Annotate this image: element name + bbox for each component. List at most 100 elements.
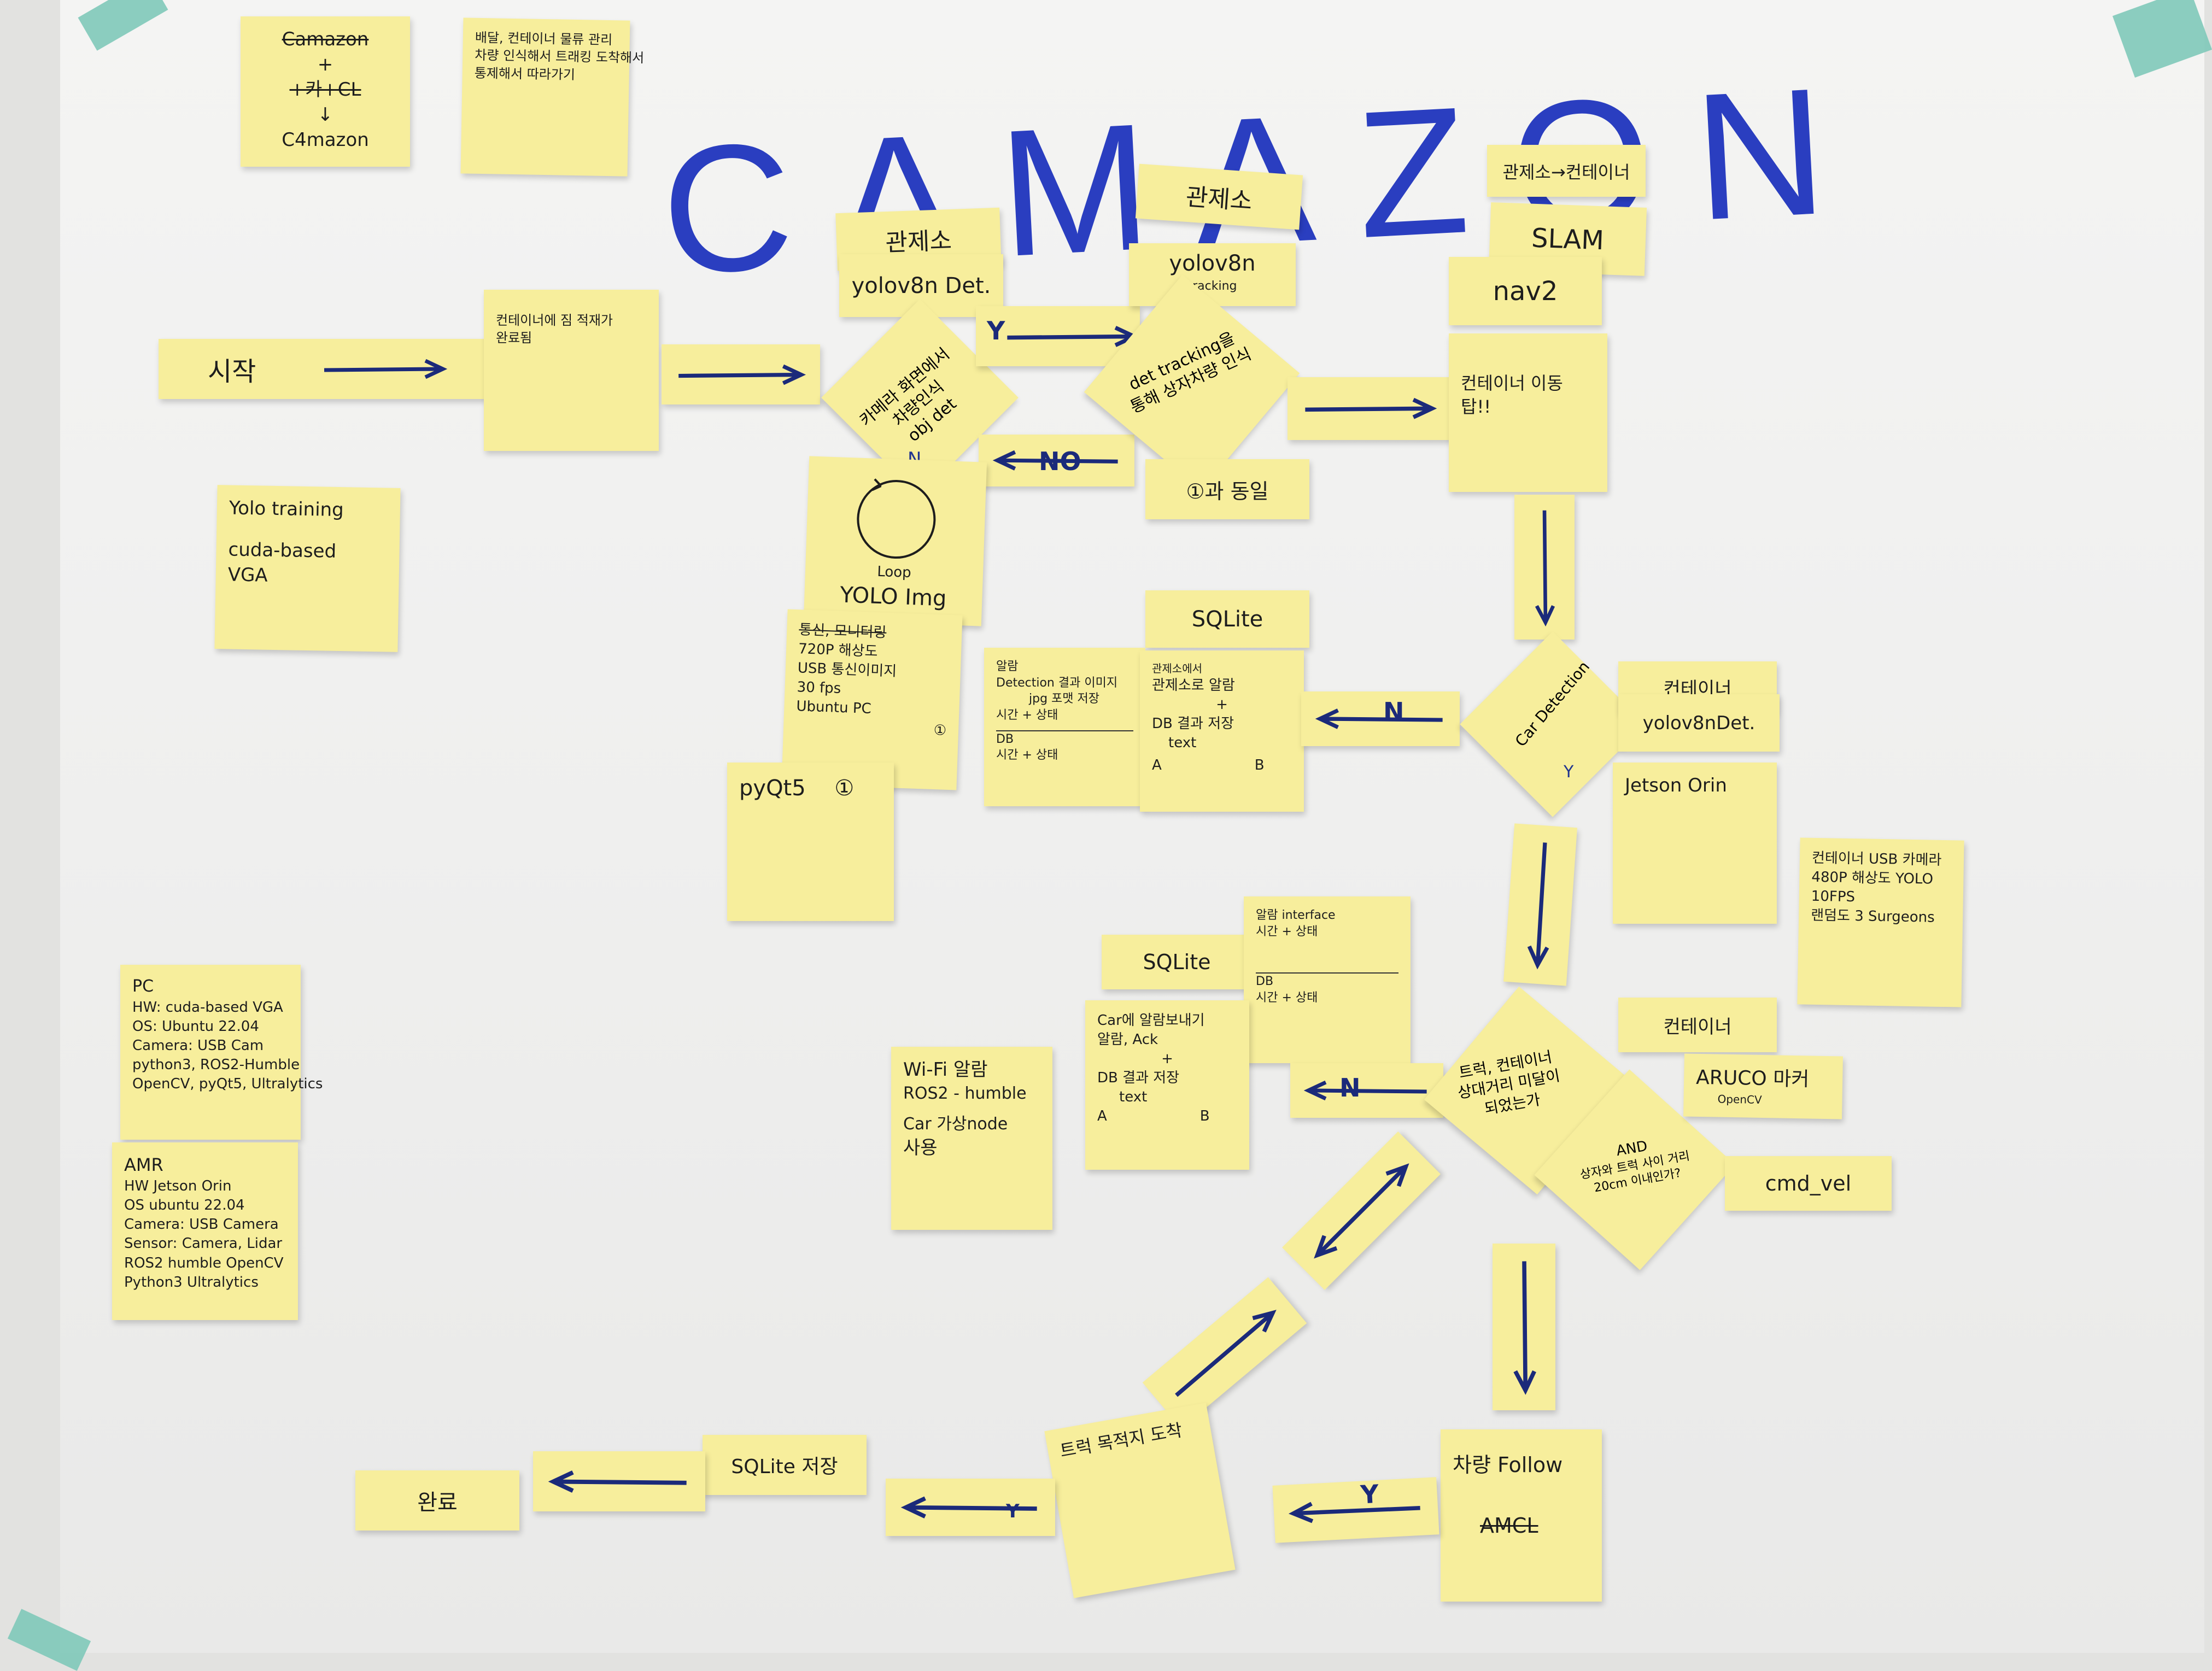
- start-label: 시작: [208, 356, 256, 387]
- note-save-sqlite: SQLite 저장: [703, 1435, 867, 1495]
- car-detection-y: Y: [1564, 763, 1574, 782]
- arrow-note-n-2: N: [1290, 1063, 1443, 1118]
- wifi-line-1: Wi-Fi 알람: [903, 1059, 988, 1081]
- arrow-note-1: [662, 344, 820, 404]
- note-name-options: Camazon + +카+CL ↓ C4mazon: [241, 16, 410, 167]
- note-alert-db: 알람 Detection 결과 이미지 jpg 포맷 저장 시간 + 상태 DB…: [984, 648, 1145, 806]
- car-alert-line-4: DB 결과 저장: [1097, 1070, 1180, 1087]
- arrow-right-icon: [678, 364, 806, 385]
- pc-box-line-4: Camera: USB Cam: [132, 1037, 264, 1054]
- alert-db-line-5: DB: [996, 730, 1133, 748]
- note-cmd-vel: cmd_vel: [1725, 1156, 1892, 1211]
- yolo-training-line-2: cuda-based: [228, 538, 337, 562]
- note-yolo-training: Yolo training cuda-based VGA: [214, 485, 401, 652]
- yolo-training-line-1: Yolo training: [229, 497, 344, 521]
- control-alert-a: A: [1152, 757, 1162, 774]
- car-alert-line-2: 알람, Ack: [1097, 1031, 1158, 1048]
- note-container-spec: 컨테이너 USB 카메라 480P 해상도 YOLO 10FPS 랜덤도 3 S…: [1797, 837, 1964, 1007]
- control-alert-b: B: [1254, 757, 1265, 774]
- note-amr-box: AMR HW Jetson Orin OS ubuntu 22.04 Camer…: [112, 1142, 298, 1320]
- alert-db-line-3: jpg 포맷 저장: [1029, 692, 1099, 706]
- arrow-left-icon: [1303, 1080, 1427, 1101]
- note-aruco: ARUCO 마커 OpenCV: [1683, 1053, 1843, 1119]
- concept-line-1: 배달, 컨테이너 물류 관리: [475, 30, 613, 48]
- note-to-container: 관제소→컨테이너: [1487, 145, 1646, 197]
- n-label-2: N: [1339, 1073, 1361, 1103]
- car-alert-a: A: [1097, 1108, 1107, 1125]
- pyqt5-label: pyQt5: [739, 776, 806, 801]
- car-alert-line-1: Car에 알람보내기: [1097, 1012, 1205, 1029]
- no-label: NO: [1039, 447, 1081, 476]
- note-container-move: 컨테이너 이동 탑!!: [1449, 333, 1607, 492]
- arrow-note-n-1: N: [1301, 691, 1460, 746]
- arrow-note-down-1: [1514, 495, 1575, 640]
- arrow-down-icon: [1527, 842, 1549, 970]
- amr-box-line-7: Python3 Ultralytics: [124, 1274, 259, 1291]
- loop-icon: [856, 478, 935, 559]
- arrow-right-icon: [1174, 1309, 1277, 1397]
- pc-box-line-6: OpenCV, pyQt5, Ultralytics: [132, 1075, 323, 1092]
- note-jetson: Jetson Orin: [1613, 763, 1777, 924]
- control-alert-line-1: 관제소에서: [1152, 662, 1202, 675]
- name-option-crossed-2: +카+CL: [289, 78, 361, 101]
- control-alert-line-2: 관제소로 알람: [1152, 677, 1235, 694]
- yolo-training-line-3: VGA: [227, 564, 268, 587]
- arrow-down-icon: [1513, 1261, 1536, 1396]
- name-option-crossed-1: Camazon: [282, 28, 369, 50]
- arrow-right-icon: [1305, 398, 1437, 419]
- n-label: N: [1383, 697, 1405, 726]
- container-spec-line-2: 480P 해상도 YOLO: [1811, 869, 1934, 888]
- note-container-loaded: 컨테이너에 짐 적재가 완료됨: [484, 290, 659, 451]
- container-move-line-1: 컨테이너 이동: [1461, 373, 1563, 394]
- note-alert-interface: 알람 interface 시간 + 상태 DB 시간 + 상태: [1244, 896, 1411, 1063]
- note-nav2: nav2: [1449, 257, 1602, 325]
- note-pc-box: PC HW: cuda-based VGA OS: Ubuntu 22.04 C…: [120, 965, 323, 1140]
- alert-interface-line-4: 시간 + 상태: [1256, 991, 1318, 1005]
- note-control-tower-2: 관제소: [1135, 163, 1303, 230]
- amr-box-line-2: HW Jetson Orin: [124, 1178, 232, 1195]
- wifi-line-2: ROS2 - humble: [903, 1083, 1027, 1103]
- container-loaded-line-1: 컨테이너에 짐 적재가: [496, 313, 613, 328]
- arrow-note-bottom-3: [533, 1451, 705, 1511]
- note-yolov8n-det-2: yolov8nDet.: [1618, 694, 1780, 752]
- note-done: 완료: [355, 1470, 519, 1531]
- yolo-img-label: YOLO Img: [839, 582, 947, 612]
- arrival-y-label: Y: [1006, 1500, 1020, 1522]
- yes-label: Y: [987, 316, 1005, 345]
- alert-db-line-6: 시간 + 상태: [996, 748, 1058, 763]
- car-alert-b: B: [1199, 1108, 1210, 1125]
- arrow-note-no: NO: [979, 435, 1134, 486]
- follow-label: 차량 Follow: [1453, 1453, 1563, 1477]
- wifi-line-4: 사용: [903, 1136, 938, 1159]
- pc-box-line-5: python3, ROS2-Humble: [132, 1056, 300, 1073]
- arrow-note-yes-down: [1503, 823, 1577, 986]
- control-alert-line-5: text: [1168, 735, 1197, 752]
- container-spec-line-4: 랜덤도 3 Surgeons: [1810, 907, 1935, 926]
- arrow-note-diag-2: [1142, 1277, 1307, 1429]
- control-alert-line-3: +: [1216, 696, 1228, 713]
- pc-box-line-2: HW: cuda-based VGA: [132, 999, 283, 1016]
- aruco-line-2: OpenCV: [1717, 1092, 1762, 1106]
- arrow-note-yes: Y: [976, 306, 1140, 366]
- container-loaded-line-2: 완료됨: [496, 330, 532, 346]
- follow-y-label: Y: [1360, 1479, 1380, 1510]
- amr-box-line-5: Sensor: Camera, Lidar: [124, 1235, 283, 1252]
- note-container-2: 컨테이너: [1618, 998, 1777, 1052]
- name-option-arrow: ↓: [317, 103, 333, 126]
- arrow-note-2: [1288, 377, 1452, 440]
- arrow-left-icon: [1288, 1502, 1420, 1523]
- arrow-left-icon: [548, 1470, 687, 1493]
- pc-box-line-1: PC: [132, 977, 154, 996]
- note-follow: 차량 Follow AMCL: [1441, 1429, 1602, 1602]
- alert-interface-line-2: 시간 + 상태: [1256, 924, 1318, 939]
- concept-line-2: 차량 인식해서 트래킹 도착해서: [475, 48, 645, 66]
- container-move-line-2: 탑!!: [1461, 396, 1491, 418]
- arrow-left-icon: [900, 1496, 1037, 1518]
- arrow-down-icon: [1535, 510, 1555, 626]
- concept-line-3: 통제해서 따라가기: [474, 65, 576, 83]
- alert-db-line-4: 시간 + 상태: [996, 708, 1058, 723]
- name-option-plus: +: [317, 53, 333, 75]
- alert-interface-line-3: DB: [1256, 972, 1398, 990]
- arrow-note-down-2: [1493, 1244, 1555, 1410]
